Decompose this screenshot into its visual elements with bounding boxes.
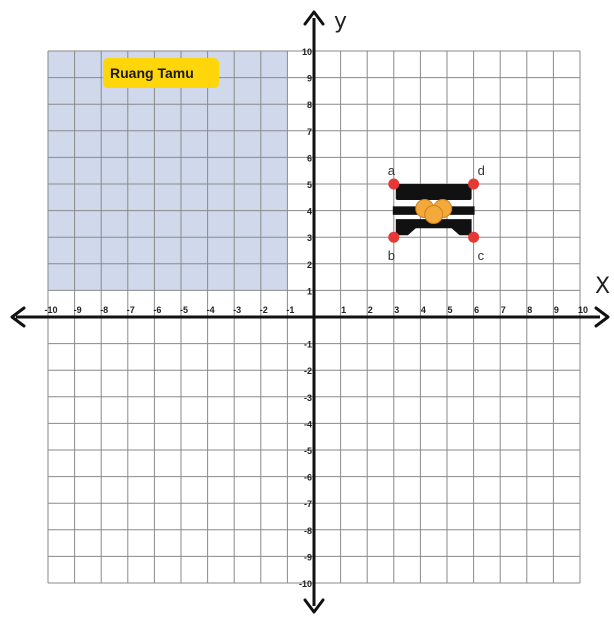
y-tick-label: 9 [307,74,312,84]
y-tick-label: -7 [304,499,312,509]
y-tick-label: 5 [307,180,312,190]
x-tick-label: 8 [527,305,532,315]
y-tick-label: -5 [304,446,312,456]
x-tick-label: -9 [74,305,82,315]
x-tick-label: 6 [474,305,479,315]
x-tick-label: -10 [44,305,57,315]
x-tick-label: -5 [180,305,188,315]
y-tick-label: 1 [307,286,312,296]
y-tick-label: 10 [302,47,312,57]
sofa-backrest [396,184,472,200]
x-tick-label: -3 [233,305,241,315]
x-tick-label: 10 [578,305,588,315]
point-c [468,232,479,243]
x-tick-label: 5 [447,305,452,315]
point-label-a: a [388,163,396,178]
point-d [468,179,479,190]
y-tick-label: -4 [304,419,312,429]
y-tick-label: -10 [299,579,312,589]
sofa-object [393,184,475,235]
y-tick-label: -3 [304,393,312,403]
y-tick-label: 4 [307,207,312,217]
x-tick-label: -1 [286,305,294,315]
x-tick-label: 3 [394,305,399,315]
point-a [388,179,399,190]
x-tick-label: 2 [368,305,373,315]
y-tick-label: -2 [304,366,312,376]
y-tick-label: 6 [307,153,312,163]
y-tick-label: 7 [307,127,312,137]
x-tick-label: 9 [554,305,559,315]
point-b [388,232,399,243]
room-label-badge: Ruang Tamu [103,58,219,88]
y-tick-label: -6 [304,473,312,483]
y-axis-label: y [334,9,347,34]
point-label-b: b [388,248,395,263]
y-tick-label: -8 [304,526,312,536]
x-axis-label: X [595,274,610,299]
y-tick-label: 3 [307,233,312,243]
x-tick-label: -6 [153,305,161,315]
point-label-d: d [478,163,485,178]
room-label-text: Ruang Tamu [110,65,194,81]
point-label-c: c [478,248,485,263]
y-tick-label: -9 [304,552,312,562]
sofa-cushion-center [425,205,443,223]
y-tick-label: 2 [307,260,312,270]
x-tick-label: -4 [207,305,215,315]
x-tick-label: 7 [501,305,506,315]
x-tick-label: -2 [260,305,268,315]
x-tick-label: -8 [100,305,108,315]
x-tick-label: -7 [127,305,135,315]
x-tick-label: 1 [341,305,346,315]
y-tick-label: -1 [304,340,312,350]
x-tick-label: 4 [421,305,426,315]
y-tick-label: 8 [307,100,312,110]
